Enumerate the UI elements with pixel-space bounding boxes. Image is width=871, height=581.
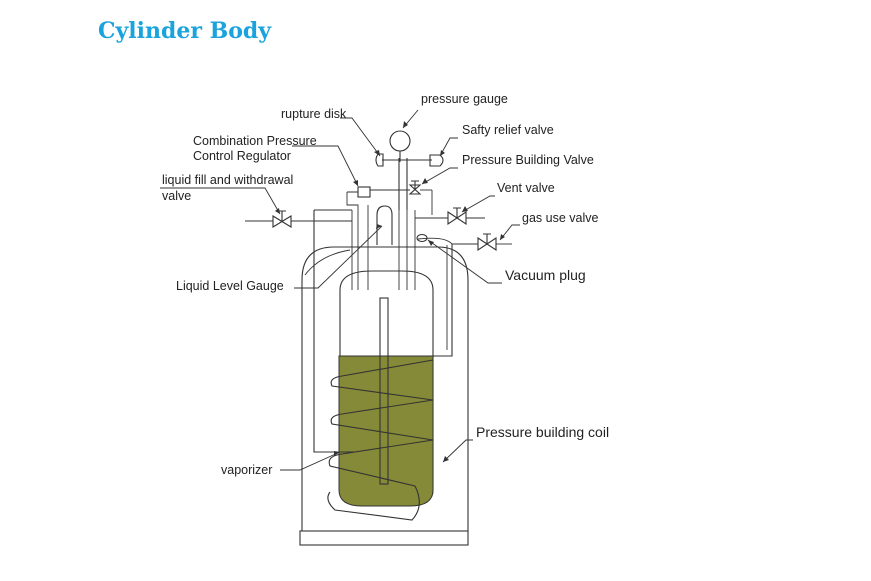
pressure-building-coil (327, 359, 434, 521)
label-vent-valve: Vent valve (497, 181, 555, 195)
label-combination-line1: Combination Pressure (193, 134, 317, 148)
vent-valve-icon (447, 207, 467, 226)
rupture-disk-icon (375, 153, 384, 167)
label-liquid-fill-line2: valve (162, 189, 191, 203)
label-pressure-building-valve: Pressure Building Valve (462, 153, 594, 167)
label-safety-relief-valve: Safty relief valve (462, 123, 554, 137)
leader-lines (160, 109, 520, 471)
label-liquid-level-gauge: Liquid Level Gauge (176, 279, 284, 293)
label-vaporizer: vaporizer (221, 463, 272, 477)
regulator-icon (357, 186, 371, 198)
label-gas-use-valve: gas use valve (522, 211, 598, 225)
liquid-fill-valve-icon (272, 210, 292, 228)
label-vacuum-plug: Vacuum plug (505, 267, 586, 283)
safety-relief-valve-icon (429, 154, 444, 167)
gas-use-valve-icon (477, 233, 497, 252)
liquid (338, 355, 434, 507)
pressure-building-valve-icon (408, 180, 422, 195)
label-pressure-building-coil: Pressure building coil (476, 424, 609, 440)
level-gauge-tube (379, 297, 389, 485)
label-rupture-disk: rupture disk (281, 107, 347, 121)
vaporizer-pipe (313, 209, 354, 453)
page-title: Cylinder Body (98, 18, 272, 44)
pressure-gauge-icon (389, 130, 411, 152)
label-liquid-fill-line1: liquid fill and withdrawal (162, 173, 293, 187)
base-plate (299, 530, 469, 546)
vacuum-plug-icon (416, 233, 428, 243)
label-combination-line2: Control Regulator (193, 149, 291, 163)
label-pressure-gauge: pressure gauge (421, 92, 508, 106)
